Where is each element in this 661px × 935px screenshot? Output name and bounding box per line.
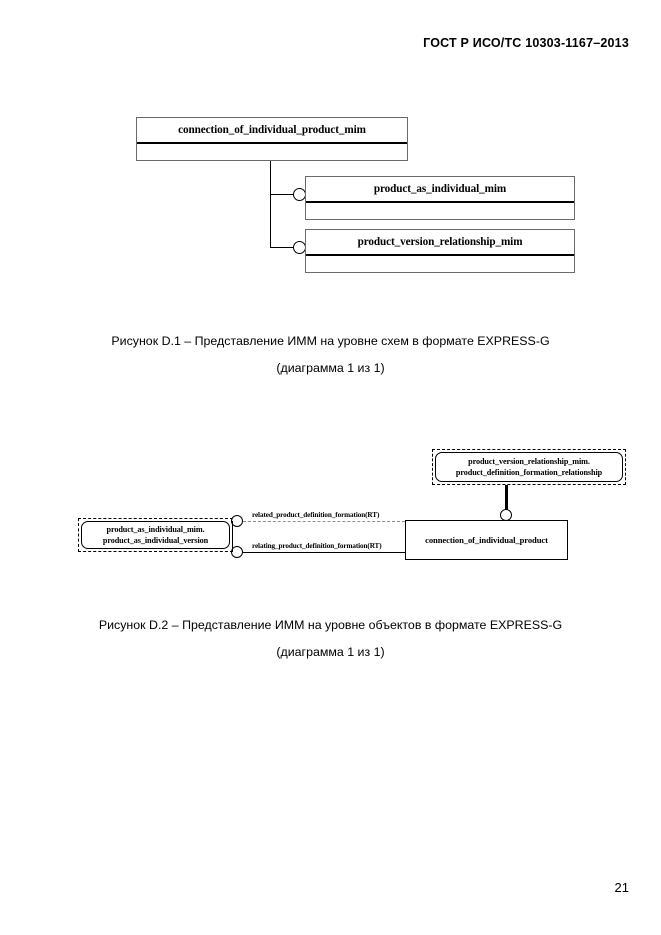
- figure-1-caption-line-2: (диаграмма 1 из 1): [276, 361, 385, 375]
- relation-label-related: related_product_definition_formation(RT): [252, 511, 380, 519]
- entity-label-line-1: product_version_relationship_mim.: [468, 456, 590, 466]
- figure-1-express-g-diagram: connection_of_individual_product_mim pro…: [0, 0, 661, 300]
- figure-1-caption: Рисунок D.1 – Представление ИММ на уровн…: [0, 328, 661, 382]
- schema-box-title: product_version_relationship_mim: [357, 236, 523, 248]
- entity-inner-frame: product_version_relationship_mim. produc…: [435, 452, 623, 482]
- schema-box-title-cell: connection_of_individual_product_mim: [137, 118, 407, 144]
- entity-box-product-version-relationship-mim[interactable]: product_version_relationship_mim. produc…: [432, 449, 626, 485]
- schema-box-title: product_as_individual_mim: [373, 183, 507, 195]
- schema-box-title-cell: product_as_individual_mim: [306, 177, 574, 203]
- schema-box-title: connection_of_individual_product_mim: [178, 124, 366, 136]
- figure-2-caption-line-2: (диаграмма 1 из 1): [276, 645, 385, 659]
- figure-2-express-g-diagram: product_version_relationship_mim. produc…: [78, 449, 626, 560]
- entity-label-line-2: product_definition_formation_relationshi…: [455, 468, 603, 477]
- tree-branch-line-2: [270, 247, 294, 248]
- relation-line-related: [243, 521, 405, 522]
- figure-2-caption-line-1: Рисунок D.2 – Представление ИММ на уровн…: [98, 618, 563, 632]
- figure-2-caption: Рисунок D.2 – Представление ИММ на уровн…: [0, 612, 661, 666]
- relation-circle-related: [231, 515, 243, 527]
- tree-branch-line-1: [270, 194, 294, 195]
- relation-line-relating: [243, 552, 405, 553]
- entity-label-line-2: product_as_individual_version: [102, 536, 209, 545]
- document-header-standard-number: ГОСТ Р ИСО/ТС 10303-1167–2013: [423, 36, 629, 50]
- relation-circles-link-line: [232, 521, 233, 552]
- entity-label-line-1: product_as_individual_mim.: [106, 524, 205, 534]
- entity-box-product-as-individual-mim[interactable]: product_as_individual_mim. product_as_in…: [78, 518, 233, 552]
- entity-box-connection-of-individual-product[interactable]: connection_of_individual_product: [405, 520, 568, 560]
- schema-box-connection-of-individual-product-mim[interactable]: connection_of_individual_product_mim: [136, 117, 408, 161]
- supertype-connector-line: [505, 485, 508, 511]
- entity-label: connection_of_individual_product: [425, 535, 548, 545]
- relation-label-relating: relating_product_definition_formation(RT…: [252, 542, 382, 550]
- tree-trunk-line: [270, 161, 271, 247]
- page-number: 21: [614, 880, 629, 895]
- schema-box-title-cell: product_version_relationship_mim: [306, 230, 574, 256]
- entity-inner-frame: product_as_individual_mim. product_as_in…: [81, 521, 230, 549]
- schema-box-product-version-relationship-mim[interactable]: product_version_relationship_mim: [305, 229, 575, 273]
- figure-1-caption-line-1: Рисунок D.1 – Представление ИММ на уровн…: [111, 334, 550, 348]
- relation-circle-relating: [231, 546, 243, 558]
- schema-box-product-as-individual-mim[interactable]: product_as_individual_mim: [305, 176, 575, 220]
